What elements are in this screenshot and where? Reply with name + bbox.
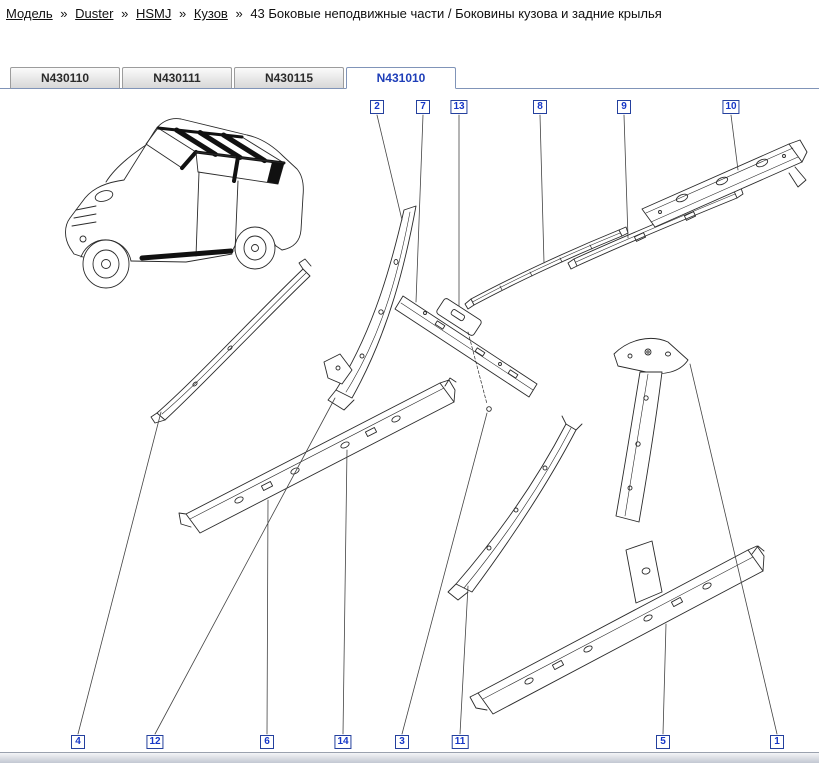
callout-5[interactable]: 5: [656, 735, 670, 749]
callout-2[interactable]: 2: [370, 100, 384, 114]
breadcrumb-separator: »: [121, 6, 129, 21]
callout-4[interactable]: 4: [71, 735, 85, 749]
leader-lines: [77, 114, 778, 735]
tab-n430110[interactable]: N430110: [10, 67, 120, 89]
part-1-drawing[interactable]: [613, 338, 689, 604]
callout-3[interactable]: 3: [395, 735, 409, 749]
callout-7[interactable]: 7: [416, 100, 430, 114]
callout-8[interactable]: 8: [533, 100, 547, 114]
part-13-drawing[interactable]: [436, 297, 492, 412]
part-10-drawing[interactable]: [641, 139, 808, 228]
part-7-drawing[interactable]: [394, 295, 538, 398]
breadcrumb-link-duster[interactable]: Duster: [75, 6, 114, 21]
tab-bar: N430110 N430111 N430115 N431010: [10, 67, 456, 89]
callout-10[interactable]: 10: [722, 100, 740, 114]
breadcrumb-separator: »: [235, 6, 243, 21]
callout-1[interactable]: 1: [770, 735, 784, 749]
part-2-drawing[interactable]: [323, 205, 417, 411]
breadcrumb-link-hsmj[interactable]: HSMJ: [135, 6, 172, 21]
bottom-scrollbar[interactable]: [0, 752, 819, 763]
callout-9[interactable]: 9: [617, 100, 631, 114]
tab-n430115[interactable]: N430115: [234, 67, 344, 89]
breadcrumb-current: 43 Боковые неподвижные части / Боковины …: [250, 6, 662, 21]
tab-n430111[interactable]: N430111: [122, 67, 232, 89]
breadcrumb-link-model[interactable]: Модель: [6, 6, 53, 21]
callout-12[interactable]: 12: [146, 735, 164, 749]
breadcrumb: Модель » Duster » HSMJ » Кузов » 43 Боко…: [6, 6, 662, 21]
breadcrumb-link-kuzov[interactable]: Кузов: [193, 6, 228, 21]
part-8-drawing[interactable]: [464, 226, 629, 310]
part-11-drawing[interactable]: [447, 415, 583, 601]
part-4-drawing[interactable]: [150, 258, 312, 424]
breadcrumb-separator: »: [60, 6, 68, 21]
part-9-drawing[interactable]: [567, 187, 744, 270]
callout-14[interactable]: 14: [334, 735, 352, 749]
callout-11[interactable]: 11: [451, 735, 469, 749]
callout-6[interactable]: 6: [260, 735, 274, 749]
callout-13[interactable]: 13: [450, 100, 468, 114]
part-6-drawing[interactable]: [178, 377, 457, 534]
car-illustration: [65, 118, 304, 289]
tab-n431010[interactable]: N431010: [346, 67, 456, 89]
breadcrumb-separator: »: [178, 6, 187, 21]
part-5-drawing[interactable]: [469, 545, 765, 715]
